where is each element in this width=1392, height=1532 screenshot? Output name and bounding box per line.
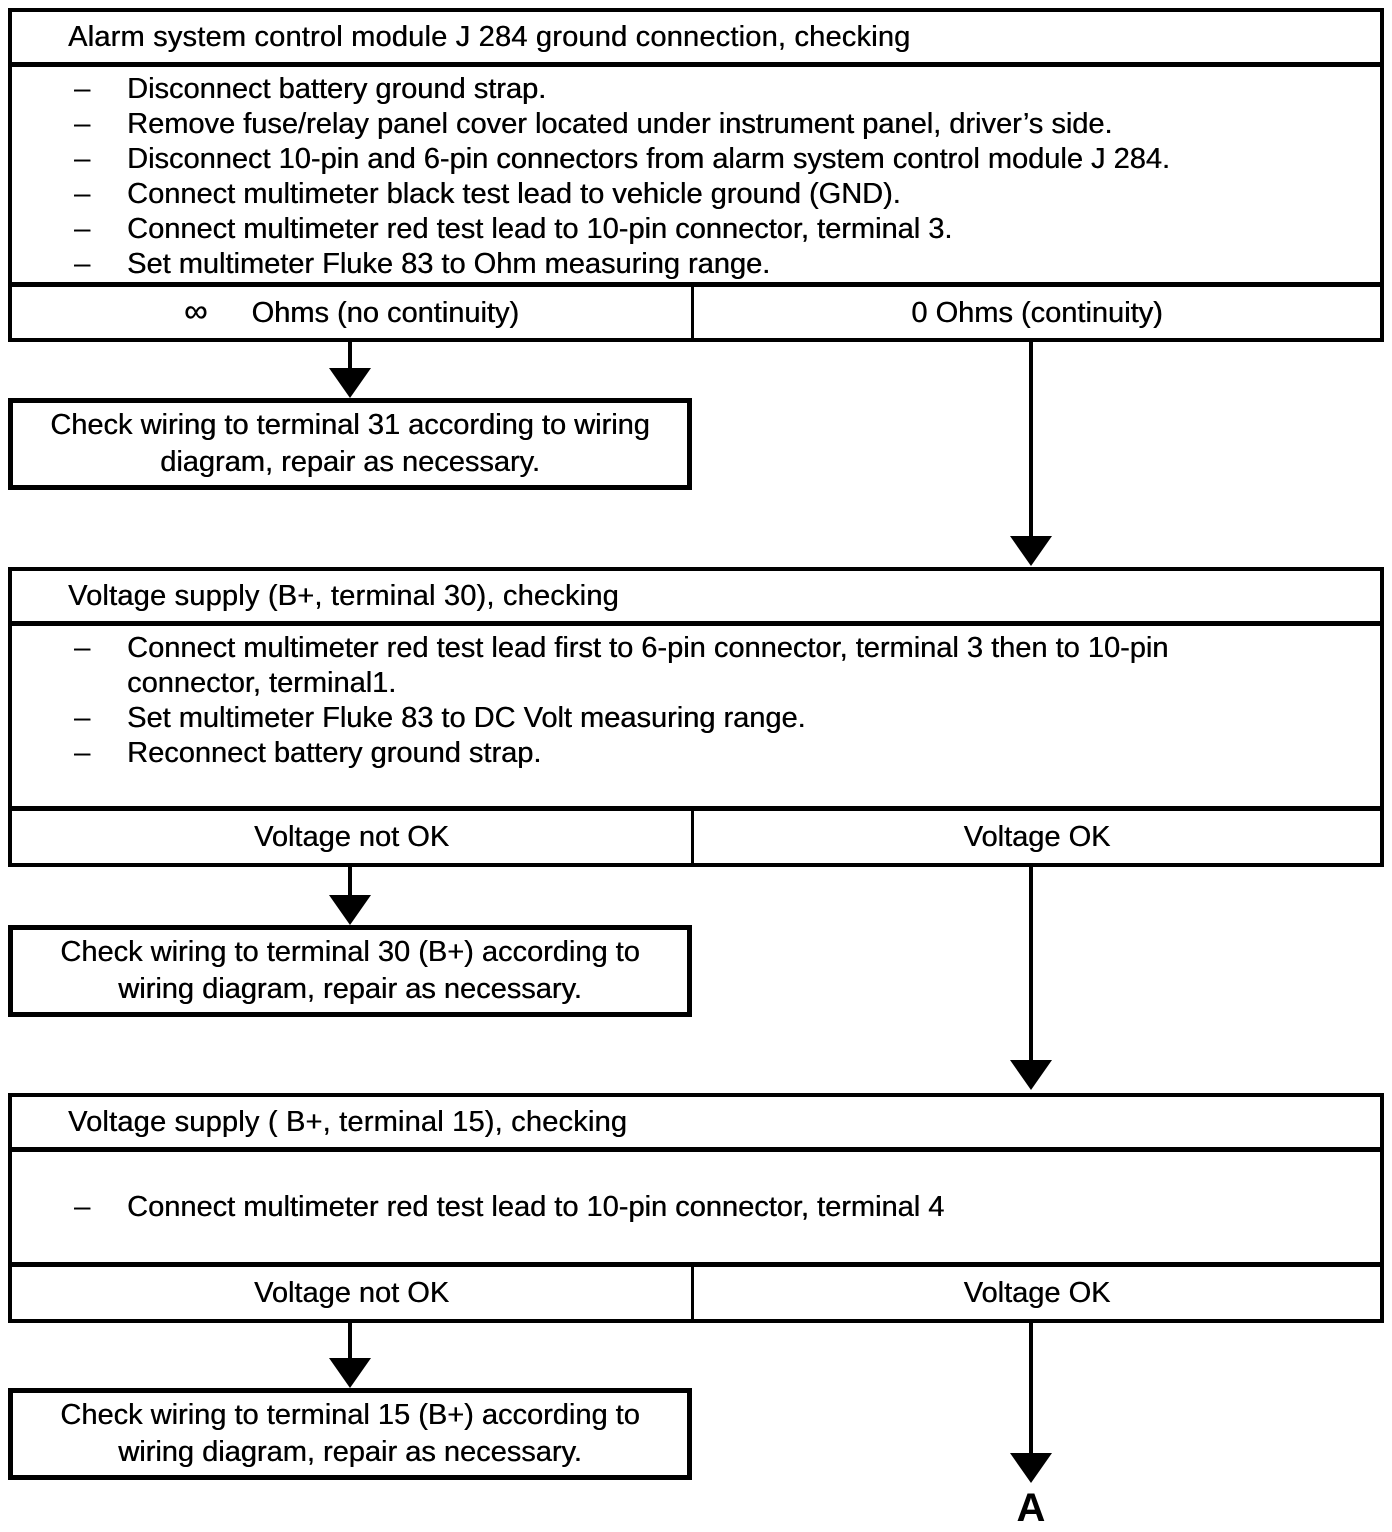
- procedure-title: Alarm system control module J 284 ground…: [12, 12, 1380, 67]
- outcome-row: Voltage not OK Voltage OK: [12, 1262, 1380, 1319]
- step-text: Remove fuse/relay panel cover located un…: [127, 108, 1113, 140]
- arrowhead-down-icon: [329, 895, 371, 925]
- outcome-left-label: Ohms (no continuity): [251, 296, 520, 329]
- arrow-shaft: [348, 867, 352, 897]
- step-item: – Disconnect 10-pin and 6-pin connectors…: [12, 142, 1260, 177]
- step-item: – Connect multimeter red test lead to 10…: [12, 1190, 1260, 1225]
- arrow-shaft: [1029, 342, 1033, 538]
- repair-instruction-text: Check wiring to terminal 30 (B+) accordi…: [60, 936, 640, 1005]
- procedure-steps: – Connect multimeter red test lead to 10…: [12, 1152, 1380, 1262]
- procedure-steps: – Connect multimeter red test lead first…: [12, 626, 1380, 806]
- bullet-dash: –: [74, 702, 91, 734]
- outcome-left-label: Voltage not OK: [253, 1276, 450, 1309]
- outcome-left-cell: Voltage not OK: [12, 1267, 691, 1319]
- outcome-row: Voltage not OK Voltage OK: [12, 806, 1380, 863]
- arrowhead-down-icon: [1010, 1453, 1052, 1483]
- step-text: Connect multimeter black test lead to ve…: [127, 178, 901, 210]
- step-item: – Set multimeter Fluke 83 to DC Volt mea…: [12, 701, 1260, 736]
- step-item: – Disconnect battery ground strap.: [12, 72, 1260, 107]
- step-text: Set multimeter Fluke 83 to DC Volt measu…: [127, 702, 806, 734]
- procedure-title-text: Alarm system control module J 284 ground…: [68, 20, 911, 53]
- arrowhead-down-icon: [1010, 536, 1052, 566]
- bullet-dash: –: [74, 1190, 91, 1223]
- arrow-shaft: [348, 342, 352, 370]
- repair-instruction-box-terminal-31: Check wiring to terminal 31 according to…: [8, 398, 692, 490]
- procedure-title-text: Voltage supply ( B+, terminal 15), check…: [68, 1105, 628, 1138]
- bullet-dash: –: [74, 143, 91, 175]
- bullet-dash: –: [74, 73, 91, 105]
- step-item: – Reconnect battery ground strap.: [12, 736, 1260, 771]
- bullet-dash: –: [74, 632, 91, 664]
- step-item: – Connect multimeter red test lead first…: [12, 631, 1260, 701]
- outcome-row: ∞ Ohms (no continuity) 0 Ohms (continuit…: [12, 282, 1380, 339]
- outcome-right-label: Voltage OK: [963, 820, 1111, 853]
- infinity-symbol: ∞: [183, 292, 208, 329]
- bullet-dash: –: [74, 248, 91, 280]
- repair-instruction-text: Check wiring to terminal 31 according to…: [50, 409, 650, 478]
- procedure-block-ground-connection: Alarm system control module J 284 ground…: [8, 8, 1384, 342]
- step-text: Connect multimeter red test lead first t…: [127, 632, 1169, 699]
- arrow-shaft: [1029, 1323, 1033, 1455]
- arrow-shaft: [1029, 867, 1033, 1062]
- procedure-title: Voltage supply (B+, terminal 30), checki…: [12, 571, 1380, 626]
- step-text: Connect multimeter red test lead to 10-p…: [127, 213, 953, 245]
- outcome-left-cell: ∞ Ohms (no continuity): [12, 287, 691, 339]
- arrow-shaft: [348, 1323, 352, 1360]
- arrowhead-down-icon: [329, 1358, 371, 1388]
- procedure-title: Voltage supply ( B+, terminal 15), check…: [12, 1097, 1380, 1152]
- step-text: Disconnect battery ground strap.: [127, 73, 547, 105]
- step-item: – Remove fuse/relay panel cover located …: [12, 107, 1260, 142]
- procedure-steps: – Disconnect battery ground strap. – Rem…: [12, 67, 1380, 282]
- procedure-title-text: Voltage supply (B+, terminal 30), checki…: [68, 579, 619, 612]
- outcome-left-label: Voltage not OK: [253, 820, 450, 853]
- arrowhead-down-icon: [329, 368, 371, 398]
- step-item: – Connect multimeter black test lead to …: [12, 177, 1260, 212]
- bullet-dash: –: [74, 213, 91, 245]
- repair-instruction-text: Check wiring to terminal 15 (B+) accordi…: [60, 1399, 640, 1468]
- step-text: Reconnect battery ground strap.: [127, 737, 542, 769]
- outcome-right-cell: Voltage OK: [694, 811, 1380, 863]
- connector-label-a: A: [1016, 1486, 1046, 1530]
- outcome-left-cell: Voltage not OK: [12, 811, 691, 863]
- bullet-dash: –: [74, 737, 91, 769]
- step-text: Set multimeter Fluke 83 to Ohm measuring…: [127, 248, 771, 280]
- procedure-block-voltage-terminal-15: Voltage supply ( B+, terminal 15), check…: [8, 1093, 1384, 1323]
- arrowhead-down-icon: [1010, 1060, 1052, 1090]
- cell-divider: [691, 811, 694, 863]
- repair-instruction-box-terminal-15: Check wiring to terminal 15 (B+) accordi…: [8, 1388, 692, 1480]
- step-text: Connect multimeter red test lead to 10-p…: [127, 1190, 945, 1223]
- step-text: Disconnect 10-pin and 6-pin connectors f…: [127, 143, 1170, 175]
- outcome-right-label: 0 Ohms (continuity): [911, 296, 1163, 329]
- cell-divider: [691, 1267, 694, 1319]
- step-item: – Connect multimeter red test lead to 10…: [12, 212, 1260, 247]
- repair-instruction-box-terminal-30: Check wiring to terminal 30 (B+) accordi…: [8, 925, 692, 1017]
- step-item: – Set multimeter Fluke 83 to Ohm measuri…: [12, 247, 1260, 282]
- outcome-right-cell: 0 Ohms (continuity): [694, 287, 1380, 339]
- procedure-block-voltage-terminal-30: Voltage supply (B+, terminal 30), checki…: [8, 567, 1384, 867]
- cell-divider: [691, 287, 694, 339]
- bullet-dash: –: [74, 178, 91, 210]
- outcome-right-label: Voltage OK: [963, 1276, 1111, 1309]
- outcome-right-cell: Voltage OK: [694, 1267, 1380, 1319]
- bullet-dash: –: [74, 108, 91, 140]
